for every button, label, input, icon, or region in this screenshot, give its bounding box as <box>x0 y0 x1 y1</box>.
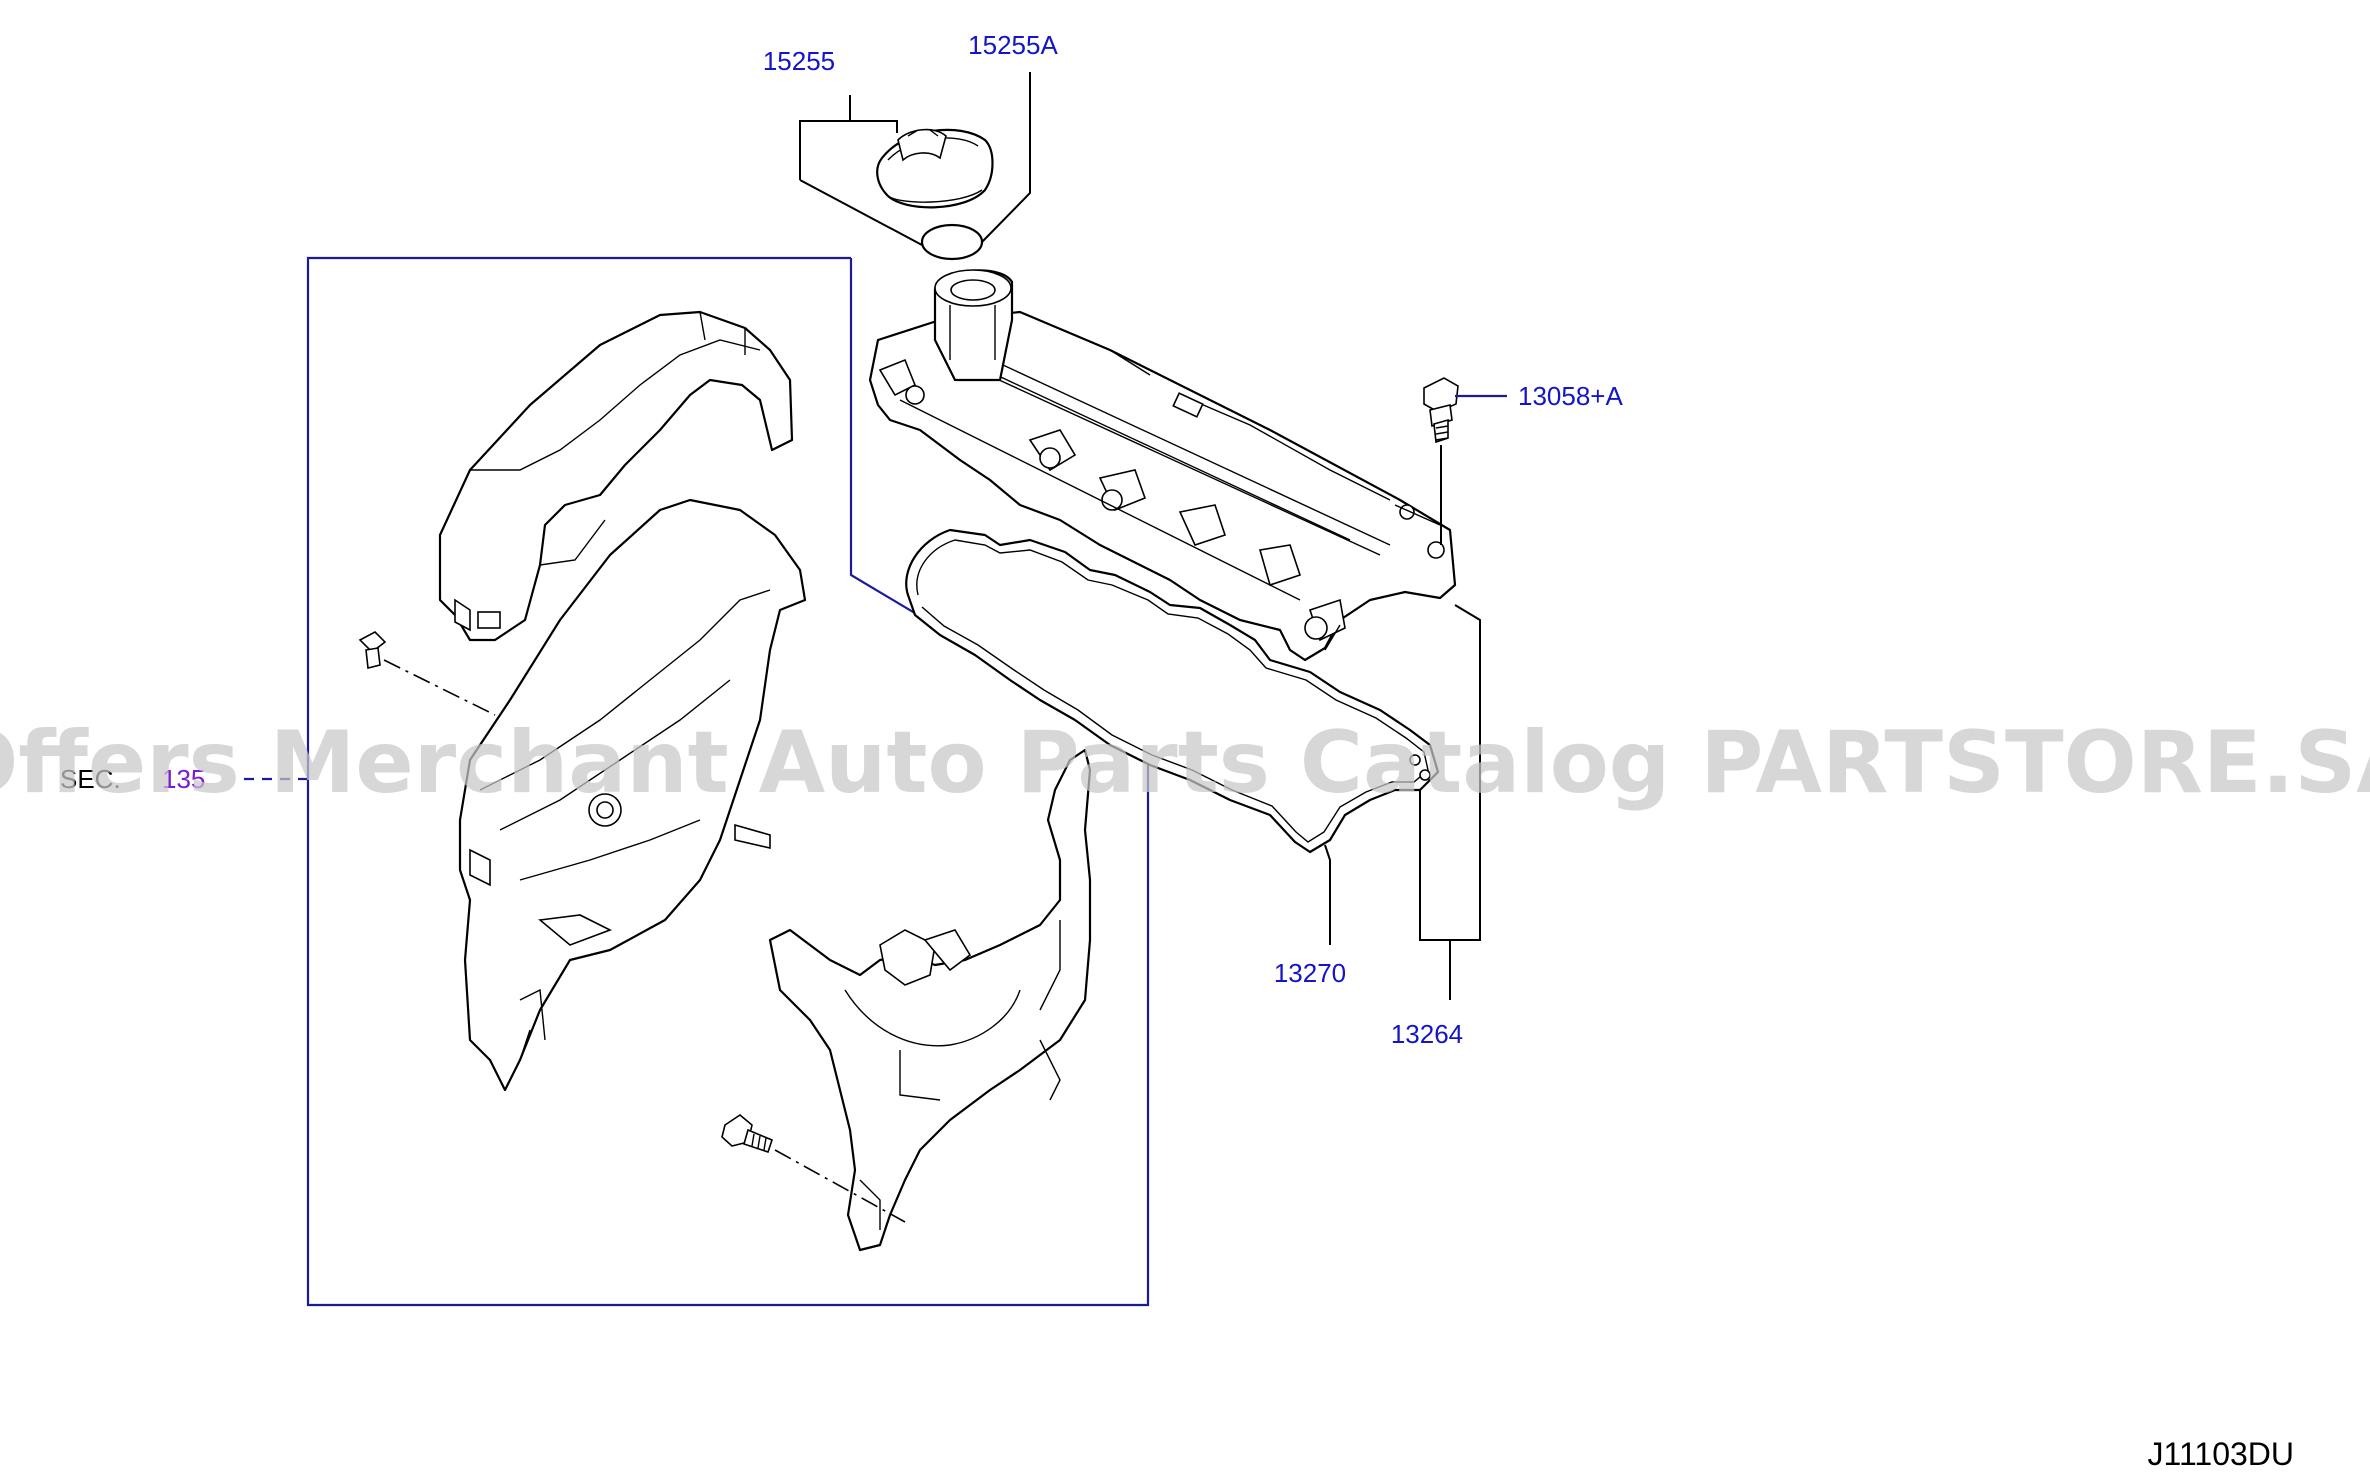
section-number[interactable]: 135 <box>162 764 205 794</box>
diagram-code: J11103DU <box>2148 1436 2294 1472</box>
section-prefix: SEC. <box>60 764 121 794</box>
watermark: Offers Merchant Auto Parts Catalog PARTS… <box>0 713 2370 813</box>
callout-15255a[interactable]: 15255A <box>968 30 1058 60</box>
lower-cover-bolt[interactable] <box>721 1114 773 1154</box>
cover-clip[interactable] <box>358 631 387 669</box>
rocker-cover-bolt[interactable] <box>1423 377 1459 444</box>
rocker-cover-gasket[interactable] <box>905 528 1440 854</box>
upper-timing-cover[interactable] <box>438 310 794 642</box>
leader-13270 <box>1324 844 1331 945</box>
callout-13058a[interactable]: 13058+A <box>1518 381 1623 411</box>
callout-15255[interactable]: 15255 <box>763 46 835 76</box>
leader-15255a <box>981 72 1031 243</box>
leader-15255 <box>799 120 898 180</box>
leader-13264 <box>1419 604 1481 941</box>
oil-filler-cap[interactable] <box>876 128 994 209</box>
timing-cover-group-frame <box>306 256 1150 1307</box>
lower-timing-cover[interactable] <box>768 748 1092 1252</box>
filler-cap-o-ring[interactable] <box>920 223 984 261</box>
callout-13264[interactable]: 13264 <box>1391 1019 1463 1049</box>
rocker-cover[interactable] <box>868 269 1457 662</box>
callout-13270[interactable]: 13270 <box>1274 958 1346 988</box>
middle-timing-cover[interactable] <box>458 498 807 1092</box>
